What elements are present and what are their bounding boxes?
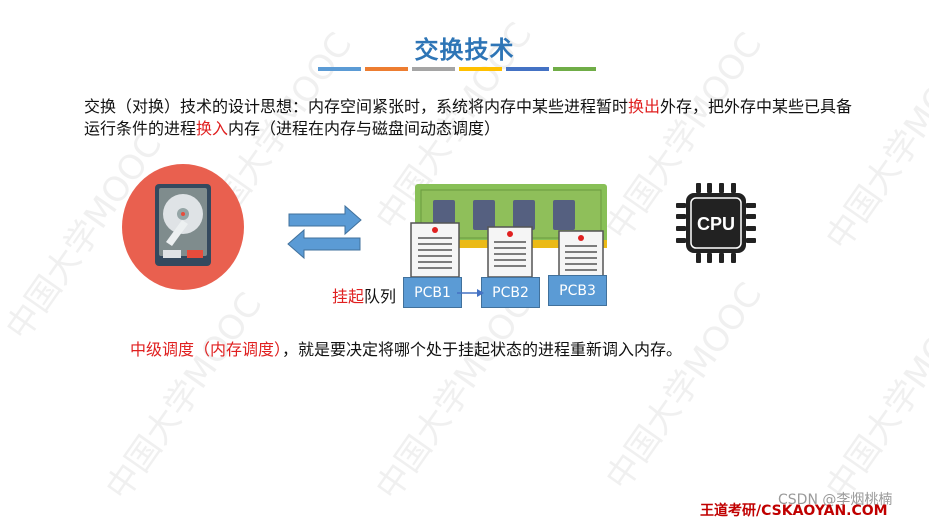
watermark: 中国大学MOOC: [598, 275, 771, 498]
pcb3-document-icon: [558, 230, 604, 280]
swap-out-term: 换出: [628, 97, 661, 116]
queue-arrow-icon: [457, 289, 484, 297]
watermark: 中国大学MOOC: [818, 285, 929, 508]
watermark: 中国大学MOOC: [818, 35, 929, 258]
suspend-word: 挂起: [332, 287, 365, 306]
mid-term-scheduling-sentence: 中级调度（内存调度），就是要决定将哪个处于挂起状态的进程重新调入内存。: [130, 336, 682, 360]
watermark: 中国大学MOOC: [368, 285, 541, 508]
title-underline-segment: [318, 67, 361, 71]
swap-in-term: 换入: [196, 119, 229, 138]
mid-term-scheduling-term: 中级调度（内存调度）: [130, 340, 283, 359]
pcb3-box: PCB3: [548, 275, 607, 306]
pcb2-document-icon: [487, 226, 533, 278]
title-underline-segment: [553, 67, 596, 71]
mid-term-scheduling-desc: ，就是要决定将哪个处于挂起状态的进程重新调入内存。: [282, 340, 683, 359]
watermark: 中国大学MOOC: [98, 285, 271, 508]
cpu-label: CPU: [697, 214, 735, 234]
csdn-watermark: CSDN @李烟桃楠: [778, 492, 893, 508]
title-underline-segment: [365, 67, 408, 71]
cpu-icon: CPU: [676, 183, 756, 263]
footer-brand: 王道考研/CSKAOYAN.COM: [700, 503, 888, 519]
para-text-2: 外存，把外存中某些已具备运行条件的进程: [84, 97, 853, 138]
suspend-queue-label: 挂起队列: [332, 283, 396, 307]
hard-disk-icon: [122, 164, 244, 290]
swap-arrows-icon: [287, 204, 362, 260]
title-underline-segment: [506, 67, 549, 71]
pcb1-box: PCB1: [403, 277, 462, 308]
para-text-1: 交换（对换）技术的设计思想：内存空间紧张时，系统将内存中某些进程暂时: [84, 97, 629, 116]
slide-title: 交换技术: [414, 36, 515, 64]
pcb1-document-icon: [410, 222, 460, 278]
title-underline-segment: [459, 67, 502, 71]
pcb2-box: PCB2: [481, 277, 540, 308]
title-underline: [318, 67, 596, 71]
title-underline-segment: [412, 67, 455, 71]
queue-word: 队列: [364, 287, 397, 306]
description-paragraph: 交换（对换）技术的设计思想：内存空间紧张时，系统将内存中某些进程暂时换出外存，把…: [84, 96, 854, 140]
para-text-3: 内存（进程在内存与磁盘间动态调度）: [228, 119, 501, 138]
